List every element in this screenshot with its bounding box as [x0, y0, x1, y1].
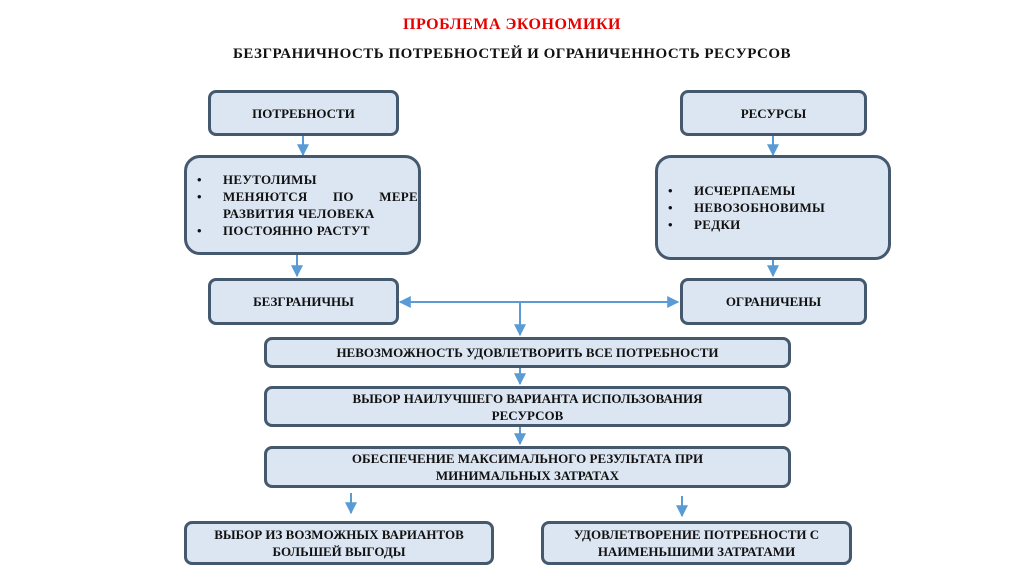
limited-box: ОГРАНИЧЕНЫ — [680, 278, 867, 325]
needs-property: МЕНЯЮТСЯ ПО МЕРЕ РАЗВИТИЯ ЧЕЛОВЕКА — [197, 188, 418, 222]
needs-property: ПОСТОЯННО РАСТУТ — [197, 222, 418, 239]
resources-box: РЕСУРСЫ — [680, 90, 867, 136]
page-subtitle: БЕЗГРАНИЧНОСТЬ ПОТРЕБНОСТЕЙ И ОГРАНИЧЕНН… — [232, 46, 792, 62]
best-choice-box: ВЫБОР НАИЛУЧШЕГО ВАРИАНТА ИСПОЛЬЗОВАНИЯ … — [264, 386, 791, 427]
resources-property: ИСЧЕРПАЕМЫ — [668, 182, 825, 199]
page-title: ПРОБЛЕМА ЭКОНОМИКИ — [403, 16, 621, 33]
resources-property: РЕДКИ — [668, 216, 825, 233]
needs-properties-box: НЕУТОЛИМЫ МЕНЯЮТСЯ ПО МЕРЕ РАЗВИТИЯ ЧЕЛО… — [184, 155, 421, 255]
maximum-result-box: ОБЕСПЕЧЕНИЕ МАКСИМАЛЬНОГО РЕЗУЛЬТАТА ПРИ… — [264, 446, 791, 488]
unlimited-box: БЕЗГРАНИЧНЫ — [208, 278, 399, 325]
resources-properties-box: ИСЧЕРПАЕМЫ НЕВОЗОБНОВИМЫ РЕДКИ — [655, 155, 891, 260]
min-cost-satisfaction-box: УДОВЛЕТВОРЕНИЕ ПОТРЕБНОСТИ С НАИМЕНЬШИМИ… — [541, 521, 852, 565]
resources-property: НЕВОЗОБНОВИМЫ — [668, 199, 825, 216]
impossibility-box: НЕВОЗМОЖНОСТЬ УДОВЛЕТВОРИТЬ ВСЕ ПОТРЕБНО… — [264, 337, 791, 368]
needs-box: ПОТРЕБНОСТИ — [208, 90, 399, 136]
needs-property: НЕУТОЛИМЫ — [197, 171, 418, 188]
greater-benefit-box: ВЫБОР ИЗ ВОЗМОЖНЫХ ВАРИАНТОВ БОЛЬШЕЙ ВЫГ… — [184, 521, 494, 565]
resources-properties-list: ИСЧЕРПАЕМЫ НЕВОЗОБНОВИМЫ РЕДКИ — [658, 182, 825, 233]
needs-properties-list: НЕУТОЛИМЫ МЕНЯЮТСЯ ПО МЕРЕ РАЗВИТИЯ ЧЕЛО… — [187, 171, 418, 239]
